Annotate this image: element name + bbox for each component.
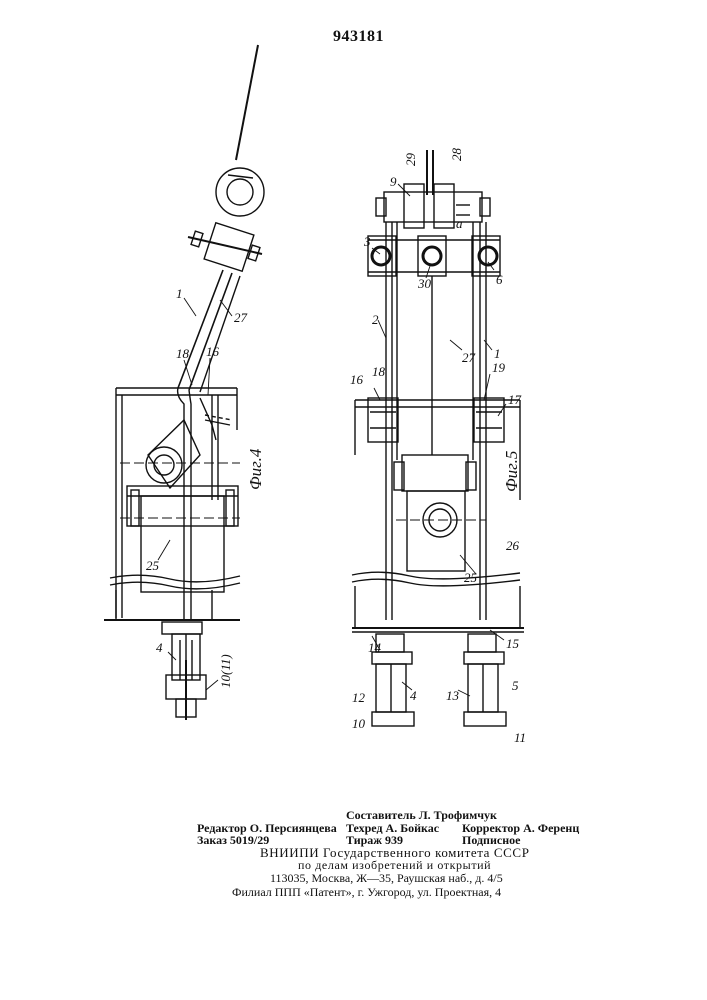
fig5-label-9: 9 [390,174,397,189]
fig5-label-4: 4 [410,688,417,703]
fig4-label-16: 16 [206,344,220,359]
fig5-label-13: 13 [446,688,460,703]
fig5-label-6: 6 [496,272,503,287]
fig4-label-27: 27 [234,310,248,325]
fig4-label-10-11: 10(11) [218,654,233,688]
fig5-label-10: 10 [352,716,366,731]
fig5-label-25: 25 [464,570,478,585]
fig5-label-29: 29 [403,153,418,167]
fig5-label-11: 11 [514,730,526,745]
fig4-caption: Фиг.4 [246,448,265,490]
fig5-label-30: 30 [417,276,432,291]
fig5-label-14: 14 [368,640,382,655]
figure-4-drawing [104,45,264,720]
fig5-label-12: 12 [352,690,366,705]
fig4-label-4: 4 [156,640,163,655]
fig5-label-a: a [456,216,463,231]
fig5-label-2: 2 [372,312,379,327]
fig5-label-19: 19 [492,360,506,375]
fig5-label-26: 26 [506,538,520,553]
fig5-label-17: 17 [508,392,522,407]
fig5-caption: Фиг.5 [502,451,521,492]
fig5-label-3: 3 [363,234,371,249]
fig4-label-18: 18 [176,346,190,361]
fig5-label-5: 5 [512,678,519,693]
fig5-label-27: 27 [462,350,476,365]
fig5-label-15: 15 [506,636,520,651]
fig5-label-1: 1 [494,346,501,361]
fig4-label-25: 25 [146,558,160,573]
fig5-label-18: 18 [372,364,386,379]
fig5-label-16: 16 [350,372,364,387]
fig5-label-28: 28 [449,148,464,162]
fig4-label-1: 1 [176,286,183,301]
